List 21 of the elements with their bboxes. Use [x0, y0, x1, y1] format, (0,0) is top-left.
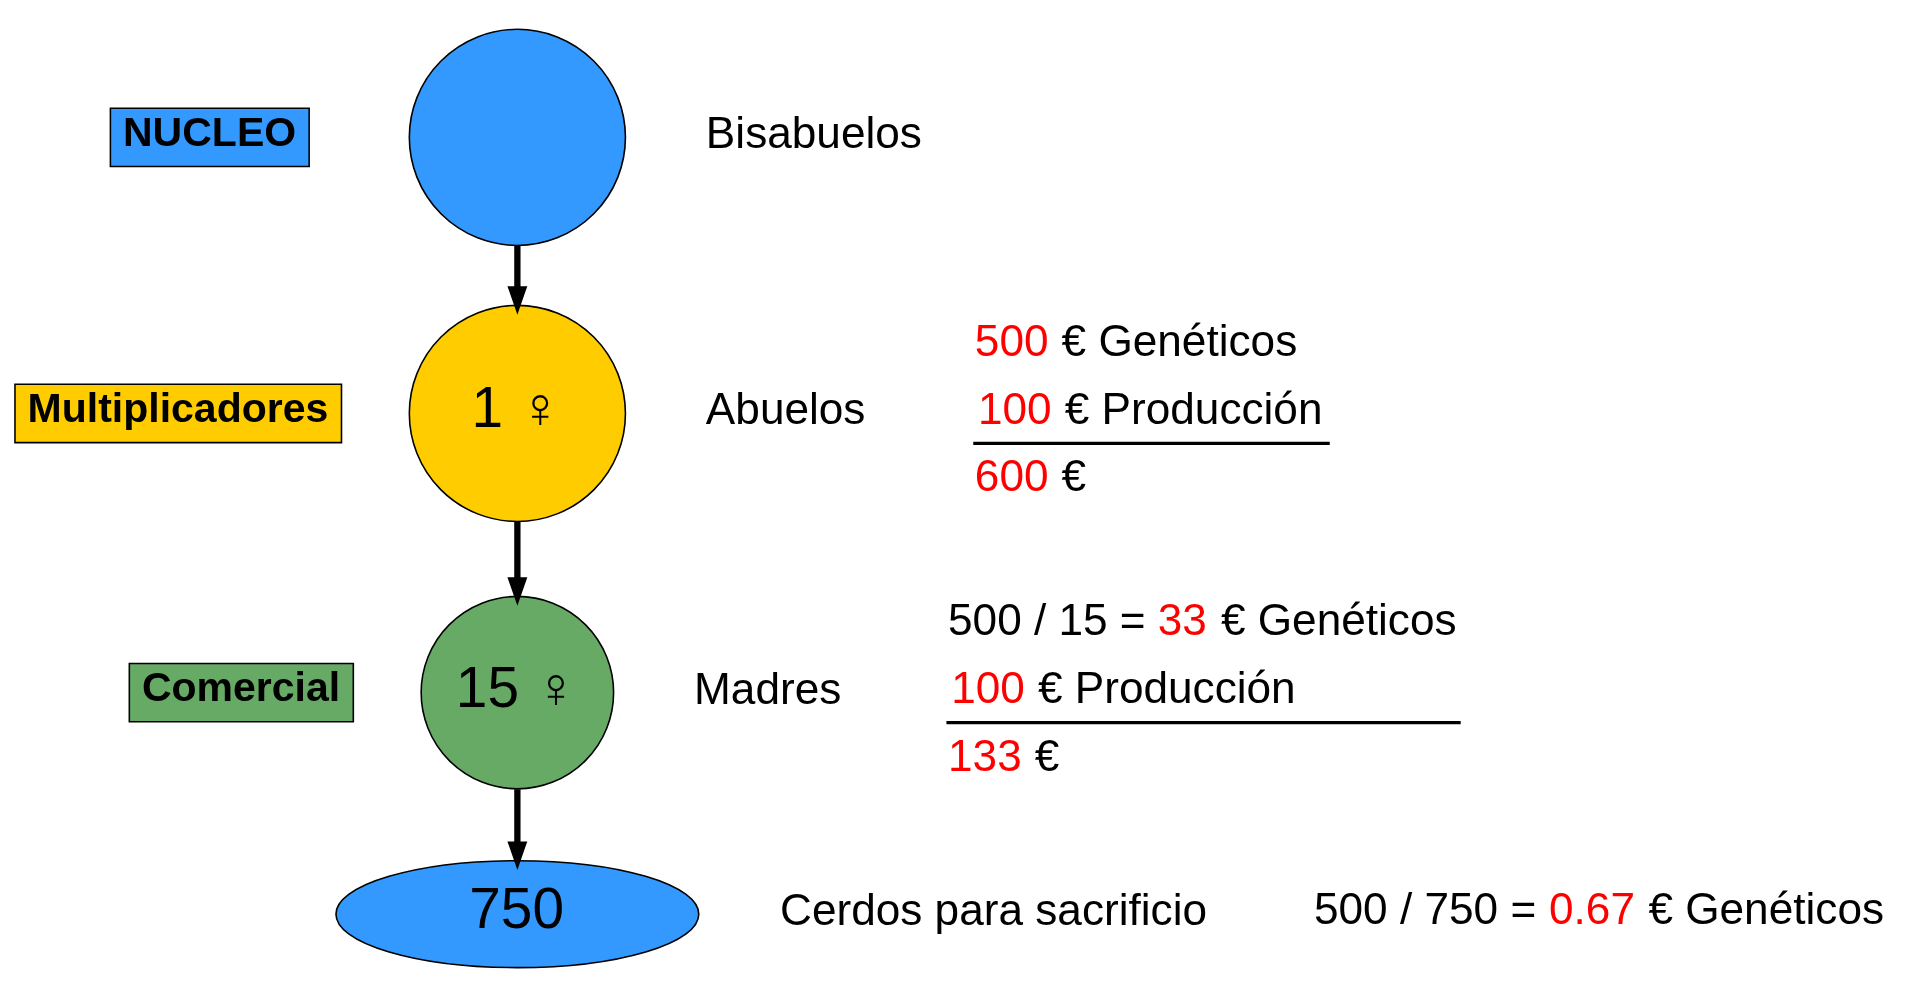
arrow — [507, 246, 528, 315]
node-box: Multiplicadores — [14, 383, 343, 444]
node-box: Comercial — [128, 662, 355, 723]
node-label: Cerdos para sacrificio — [780, 885, 1208, 935]
label: 100 € Producción — [951, 662, 1296, 712]
node-ellipse: 750 — [335, 859, 700, 969]
node-circle: 1 ♀ — [408, 304, 627, 523]
arrow — [507, 521, 528, 606]
node-circle: 15 ♀ — [420, 595, 615, 790]
label: 500 / 750 = 0.67 € Genéticos — [1313, 884, 1885, 934]
node-circle — [408, 28, 627, 247]
label: 133 € — [948, 730, 1060, 780]
arrow — [507, 789, 528, 870]
label: 600 € — [974, 451, 1087, 501]
label: 500 € Genéticos — [974, 315, 1298, 365]
node-box: NUCLEO — [109, 107, 310, 168]
node-label: Madres — [694, 663, 842, 713]
node-label: Abuelos — [705, 384, 866, 434]
label: 500 / 15 = 33 € Genéticos — [948, 594, 1457, 644]
node-label: Bisabuelos — [705, 108, 922, 158]
label: 100 € Producción — [977, 383, 1323, 433]
